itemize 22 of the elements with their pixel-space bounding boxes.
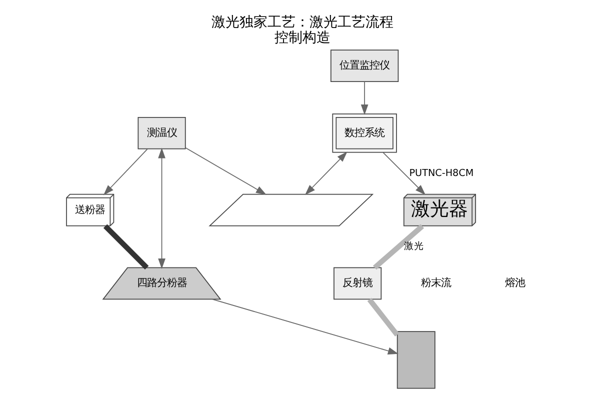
arrow [212,298,398,354]
arrow [304,152,348,196]
arrow [103,148,148,196]
node-box [396,331,436,389]
node-parallelogram [208,194,374,226]
edge-label: 激光 [404,241,424,252]
connector [367,298,400,336]
node-box: 数控系统 [332,113,397,153]
connector [372,224,424,270]
label: 粉末流 [421,277,452,290]
connector [103,224,149,270]
edge-label: PUTNC-H8CM [409,168,474,179]
node-box: 反射镜 [334,267,382,300]
diagram-title: 激光独家工艺：激光工艺流程 [212,14,394,30]
arrow [382,152,426,196]
node-box: 位置监控仪 [330,50,399,82]
label: 熔池 [504,277,525,290]
node-box: 测温仪 [138,116,186,150]
caption: 控制构造 [274,30,330,46]
arrow [185,147,266,195]
arrow [360,81,368,116]
arrow [158,148,166,270]
